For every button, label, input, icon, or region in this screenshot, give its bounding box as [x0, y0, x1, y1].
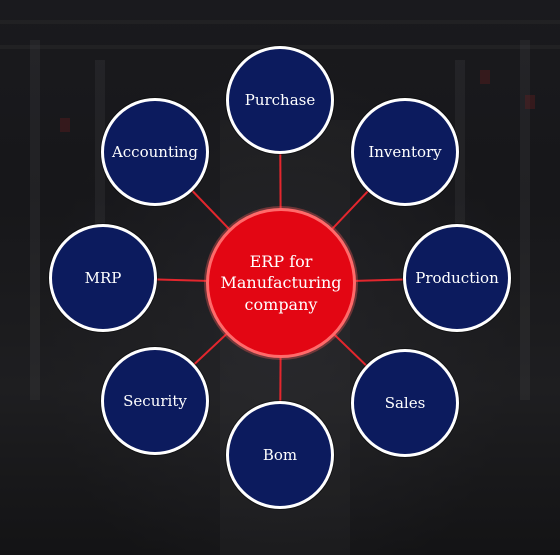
node-label: Production	[415, 269, 499, 287]
node-label: Sales	[384, 394, 426, 412]
node-accounting: Accounting	[101, 98, 209, 206]
background-pillar	[520, 40, 530, 400]
background-sign	[480, 70, 490, 84]
node-bom: Bom	[226, 401, 334, 509]
node-label: Inventory	[368, 143, 442, 161]
node-label: Accounting	[111, 143, 199, 161]
center-label: ERP for Manufacturing company	[220, 251, 342, 314]
node-label: Security	[123, 392, 187, 410]
node-sales: Sales	[351, 349, 459, 457]
background-beam	[0, 20, 560, 24]
background-sign	[525, 95, 535, 109]
background-pillar	[30, 40, 40, 400]
background-sign	[60, 118, 70, 132]
node-purchase: Purchase	[226, 46, 334, 154]
node-label: MRP	[84, 269, 122, 287]
node-label: Bom	[262, 446, 298, 464]
center-node: ERP for Manufacturing company	[206, 208, 356, 358]
node-security: Security	[101, 347, 209, 455]
node-production: Production	[403, 224, 511, 332]
node-label: Purchase	[244, 91, 316, 109]
background-pillar	[95, 60, 105, 320]
node-inventory: Inventory	[351, 98, 459, 206]
node-mrp: MRP	[49, 224, 157, 332]
background-pillar	[455, 60, 465, 320]
